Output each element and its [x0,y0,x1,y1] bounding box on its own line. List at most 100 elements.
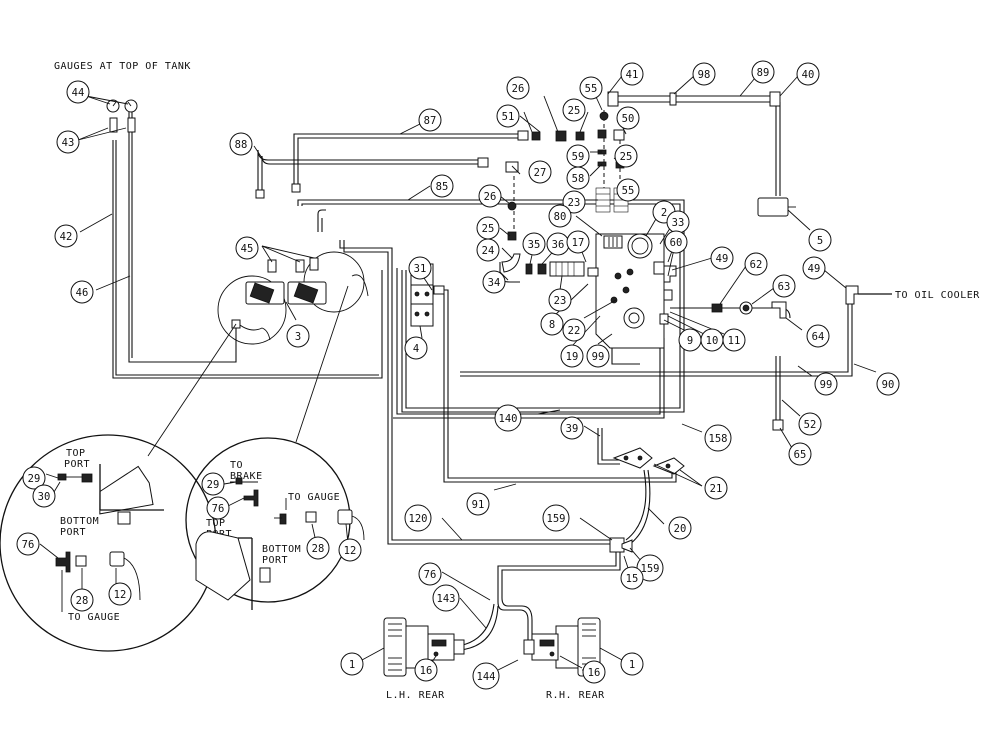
callout-label: 25 [620,151,633,163]
callout-circle [494,404,522,432]
callout-label: 76 [22,539,35,551]
callout-label: 30 [38,491,51,503]
callout-c76c: 76 [206,496,230,520]
note-to-gauge-right: TO GAUGE [288,492,340,503]
callout-label: 12 [344,545,357,557]
callout-circle [70,280,94,304]
callout-label: 85 [436,181,449,193]
callout-c31: 31 [408,256,432,280]
callout-circle [616,106,640,130]
callout-label: 23 [568,197,581,209]
callout-label: 46 [76,287,89,299]
callout-circle [472,662,500,690]
callout-circle [788,442,812,466]
callout-label: 65 [794,449,807,461]
callout-label: 2 [661,207,667,219]
callout-circle [338,538,362,562]
callout-label: 33 [672,217,685,229]
callout-circle [32,484,56,508]
callout-label: 16 [420,665,433,677]
callout-label: 45 [241,243,254,255]
callout-label: 21 [710,483,723,495]
callout-label: 43 [62,137,75,149]
callout-label: 3 [295,331,301,343]
callout-c4: 4 [404,336,428,360]
callout-label: 89 [757,67,770,79]
callout-c1a: 1 [340,652,364,676]
callout-c19: 19 [560,344,584,368]
callout-c5: 5 [808,228,832,252]
callout-circle [722,328,746,352]
callout-label: 159 [641,563,660,575]
callout-circle [560,416,584,440]
callout-label: 44 [72,87,85,99]
callout-label: 76 [212,503,225,515]
callout-label: 42 [60,231,73,243]
callout-c140: 140 [494,404,522,432]
callout-circle [408,256,432,280]
callout-c1b: 1 [620,652,644,676]
callout-c8: 8 [540,312,564,336]
callout-c28b: 28 [306,536,330,560]
callout-label: 9 [687,335,693,347]
callout-circle [548,204,572,228]
note-to-gauge-left: TO GAUGE [68,612,120,623]
callout-c80: 80 [548,204,572,228]
callout-label: 159 [547,513,566,525]
callout-circle [404,504,432,532]
callout-c21: 21 [704,476,728,500]
callout-circle [466,492,490,516]
callout-circle [620,566,644,590]
callout-label: 10 [706,335,719,347]
callout-c91: 91 [466,492,490,516]
callout-c9: 9 [678,328,702,352]
callout-circle [548,288,572,312]
note-to-oil-cooler: TO OIL COOLER [895,290,980,301]
callout-circle [566,166,590,190]
callout-c52: 52 [798,412,822,436]
callout-c30: 30 [32,484,56,508]
callout-label: 39 [566,423,579,435]
callout-label: 27 [534,167,547,179]
callout-circle [16,532,40,556]
callout-c49a: 49 [710,246,734,270]
callout-circle [56,130,80,154]
callout-circle [108,582,132,606]
callout-c44: 44 [66,80,90,104]
callout-circle [704,424,732,452]
callout-label: 31 [414,263,427,275]
callout-c98: 98 [692,62,716,86]
callout-circle [566,230,590,254]
callout-c87: 87 [418,108,442,132]
callout-label: 60 [670,237,683,249]
callout-circle [664,230,688,254]
callout-c159b: 159 [636,554,664,582]
callout-c16a: 16 [414,658,438,682]
callout-circle [582,660,606,684]
callout-label: 55 [622,185,635,197]
callout-label: 25 [482,223,495,235]
callout-label: 58 [572,173,585,185]
callout-label: 91 [472,499,485,511]
callout-c36: 36 [546,232,570,256]
callout-circle [482,270,506,294]
callout-c89: 89 [751,60,775,84]
callout-circle [542,504,570,532]
callout-c25b: 25 [614,144,638,168]
callout-c85: 85 [430,174,454,198]
callout-c58: 58 [566,166,590,190]
callout-c11: 11 [722,328,746,352]
callout-circle [229,132,253,156]
callout-circle [476,238,500,262]
callout-label: 16 [588,667,601,679]
callout-label: 64 [812,331,825,343]
callout-label: 8 [549,319,555,331]
callout-c63: 63 [772,274,796,298]
callout-circle [772,274,796,298]
callout-c35: 35 [522,232,546,256]
callout-c26a: 26 [506,76,530,100]
callout-label: 15 [626,573,639,585]
callout-c55b: 55 [616,178,640,202]
